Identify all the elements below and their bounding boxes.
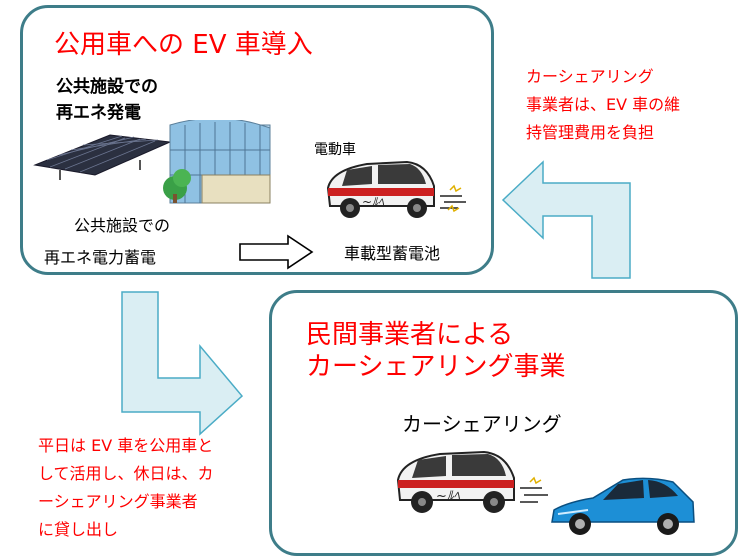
solar-label-line2: 再エネ発電: [56, 103, 141, 123]
left-note-line3: ーシェアリング事業者: [38, 492, 198, 511]
right-note-line1: カーシェアリング: [526, 67, 654, 86]
right-note-line3: 持管理費用を負担: [526, 123, 655, 142]
storage-label-line2: 再エネ電力蓄電: [44, 248, 157, 267]
solar-label-line1: 公共施設での: [56, 77, 158, 97]
carsharing-title-line1: 民間事業者による: [306, 320, 514, 350]
solar-panel-icon: [33, 134, 172, 180]
carsharing-title-line2: カーシェアリング事業: [306, 352, 566, 382]
storage-label-line1: 公共施設での: [74, 216, 171, 235]
carsharing-ev-car-icon: ~ﾙﾍ: [396, 450, 548, 513]
ev-introduction-title: 公用車への EV 車導入: [54, 30, 313, 60]
svg-text:~ﾙﾍ: ~ﾙﾍ: [362, 195, 385, 209]
cost-return-arrow-icon: [501, 160, 631, 279]
storage-to-battery-arrow-icon: [239, 234, 314, 270]
left-note-line1: 平日は EV 車を公用車と: [38, 436, 214, 455]
battery-label: 車載型蓄電池: [344, 244, 441, 263]
solar-building-illustration: [33, 120, 271, 204]
right-note-line2: 事業者は、EV 車の維: [526, 95, 681, 114]
ev-label: 電動車: [314, 142, 356, 158]
ev-car-icon: ~ﾙﾍ: [326, 160, 466, 218]
blue-car-icon: [551, 477, 695, 535]
left-note-line4: に貸し出し: [38, 520, 119, 539]
svg-text:~ﾙﾍ: ~ﾙﾍ: [436, 489, 460, 504]
carsharing-label: カーシェアリング: [402, 412, 562, 436]
left-note-line2: して活用し、休日は、カ: [38, 464, 214, 483]
ev-to-carsharing-arrow-icon: [121, 291, 244, 436]
public-building-icon: [163, 120, 271, 204]
